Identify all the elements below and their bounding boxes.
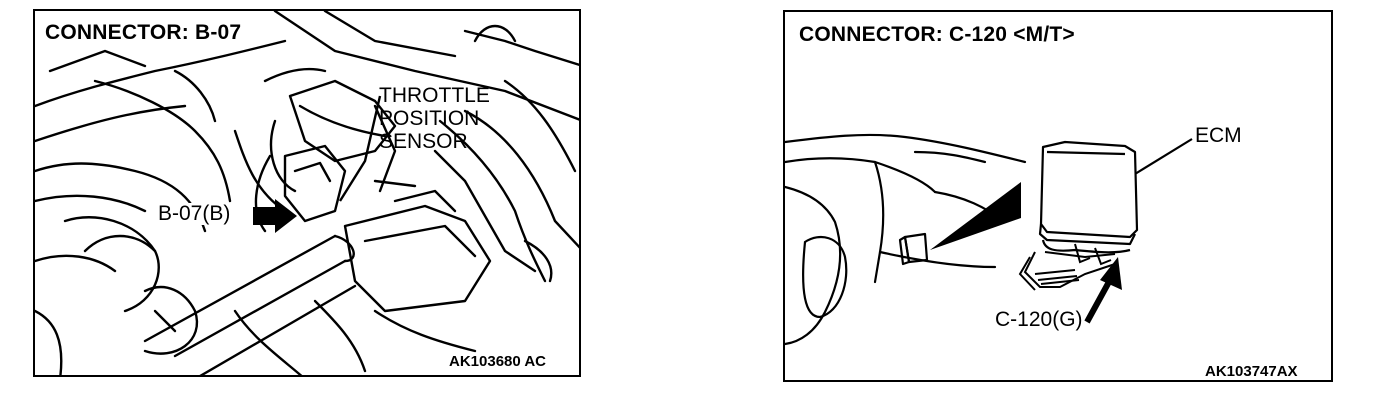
figure-code: AK103747AX: [1203, 363, 1300, 380]
connector-arrow: [1100, 257, 1122, 290]
throttle-label-line1: THROTTLE: [379, 84, 490, 107]
dashboard-ecm-illustration: [785, 133, 1193, 346]
connector-label: C-120(G): [995, 308, 1083, 331]
throttle-label-line3: SENSOR: [379, 130, 468, 153]
figure-code: AK103680 AC: [447, 353, 548, 370]
left-connector-diagram: CONNECTOR: B-07 THROTTLE POSITION SENSOR…: [33, 9, 581, 377]
engine-bay-illustration: [35, 11, 579, 375]
right-connector-diagram: CONNECTOR: C-120 <M/T> ECM C-120(G) AK10…: [783, 10, 1333, 382]
left-title: CONNECTOR: B-07: [41, 21, 246, 45]
connector-arrow: [253, 199, 297, 233]
right-title: CONNECTOR: C-120 <M/T>: [795, 23, 1079, 47]
location-wedge: [930, 182, 1021, 250]
throttle-label-line2: POSITION: [379, 107, 480, 130]
connector-label: B-07(B): [158, 202, 231, 225]
ecm-label: ECM: [1195, 124, 1242, 147]
